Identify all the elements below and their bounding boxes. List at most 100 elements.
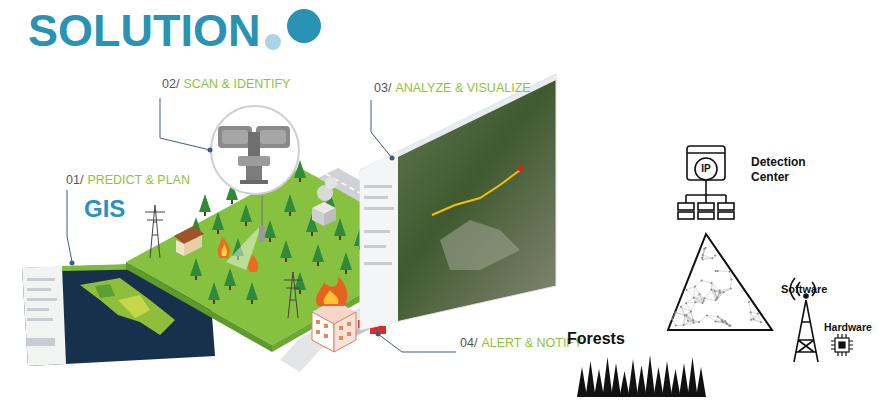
network-dot — [716, 297, 718, 299]
analysis-panel — [364, 245, 386, 248]
tree-trunk — [229, 286, 231, 290]
network-link — [684, 323, 694, 325]
network-link — [722, 321, 724, 322]
tree-silhouette — [679, 363, 689, 397]
power-tower — [145, 205, 302, 318]
network-link — [685, 315, 687, 316]
network-link — [700, 294, 704, 300]
fire-icon — [221, 244, 227, 256]
tree-trunk — [251, 300, 253, 304]
gis-map-panel — [95, 284, 115, 298]
callout-number: 01/ — [66, 173, 83, 187]
callout-number: 03/ — [374, 81, 391, 95]
network-dots — [671, 247, 762, 327]
detection-center-icon — [698, 203, 714, 210]
house-icon — [176, 240, 184, 256]
network-dot — [684, 314, 686, 316]
network-dot — [694, 285, 696, 287]
detection-center-icon — [687, 146, 725, 180]
tree-silhouette — [586, 361, 596, 397]
gis-map-panel — [27, 318, 53, 321]
tree-icon — [294, 272, 306, 290]
network-link — [675, 307, 681, 313]
tree-trunk — [245, 222, 247, 226]
tree-icon — [190, 258, 202, 276]
analysis-panel — [360, 74, 556, 330]
network-link — [702, 258, 704, 260]
network-link — [711, 290, 720, 293]
network-dot — [710, 289, 712, 291]
network-link — [672, 319, 676, 325]
burning-building — [324, 334, 328, 338]
network-link — [717, 297, 718, 299]
network-dot — [701, 257, 703, 259]
detection-center-icon — [705, 180, 707, 195]
burning-building — [312, 312, 334, 352]
leader-line — [371, 100, 392, 158]
tree-silhouette — [654, 367, 664, 397]
tree-silhouette — [696, 367, 706, 397]
analysis-panel — [364, 230, 390, 233]
tree-trunk — [339, 236, 341, 240]
network-dot — [753, 318, 755, 320]
camera-icon — [211, 106, 299, 194]
network-link — [754, 314, 758, 319]
network-link — [725, 321, 730, 325]
leader-dot — [390, 156, 395, 161]
tree-trunk — [289, 212, 291, 216]
detection-center-icon — [718, 203, 734, 210]
camera-icon — [256, 126, 290, 148]
tree-silhouette — [688, 357, 698, 397]
gis-map-panel — [27, 298, 57, 301]
network-dot — [692, 319, 694, 321]
network-link — [716, 292, 724, 300]
network-link — [725, 321, 729, 326]
network-dot — [716, 298, 718, 300]
detection-center-label: Detection Center — [751, 155, 823, 185]
detection-center-icon — [695, 158, 717, 180]
network-dot — [702, 254, 704, 256]
network-link — [711, 290, 717, 299]
network-triangle — [668, 234, 772, 330]
network-link — [718, 317, 725, 322]
network-link — [729, 272, 731, 280]
network-link — [722, 320, 730, 325]
house-icon — [174, 226, 204, 256]
network-link — [754, 319, 761, 322]
tree-icon — [284, 194, 296, 212]
network-dot — [690, 310, 692, 312]
network-dot — [757, 313, 759, 315]
network-link — [726, 323, 728, 324]
camera-icon — [222, 130, 248, 144]
detection-center-icon — [678, 146, 734, 219]
gis-map-panel — [27, 278, 55, 281]
gis-label: GIS — [84, 195, 125, 223]
burning-building — [316, 330, 320, 334]
camera-beam — [261, 196, 262, 228]
leader-dot — [70, 261, 75, 266]
network-dot — [714, 290, 716, 292]
detection-center-icon — [678, 212, 694, 219]
tree-icon — [208, 282, 220, 300]
network-dot — [703, 248, 705, 250]
network-dot — [714, 254, 716, 256]
network-link — [751, 312, 754, 319]
network-link — [695, 301, 703, 302]
analysis-panel — [364, 185, 394, 265]
network-link — [716, 317, 718, 322]
network-link — [681, 307, 686, 315]
network-dot — [706, 314, 708, 316]
network-dot — [699, 293, 701, 295]
tree-silhouette — [628, 359, 638, 397]
detection-center-icon — [685, 195, 687, 203]
network-link — [695, 286, 700, 294]
network-link — [687, 286, 695, 289]
tree-icon — [340, 252, 352, 270]
leader-dot — [376, 332, 381, 337]
forests-label: Forests — [567, 330, 625, 348]
network-link — [686, 315, 687, 321]
tree-silhouette — [671, 369, 681, 397]
network-dot — [698, 321, 700, 323]
network-link — [717, 292, 724, 298]
network-dot — [702, 302, 704, 304]
